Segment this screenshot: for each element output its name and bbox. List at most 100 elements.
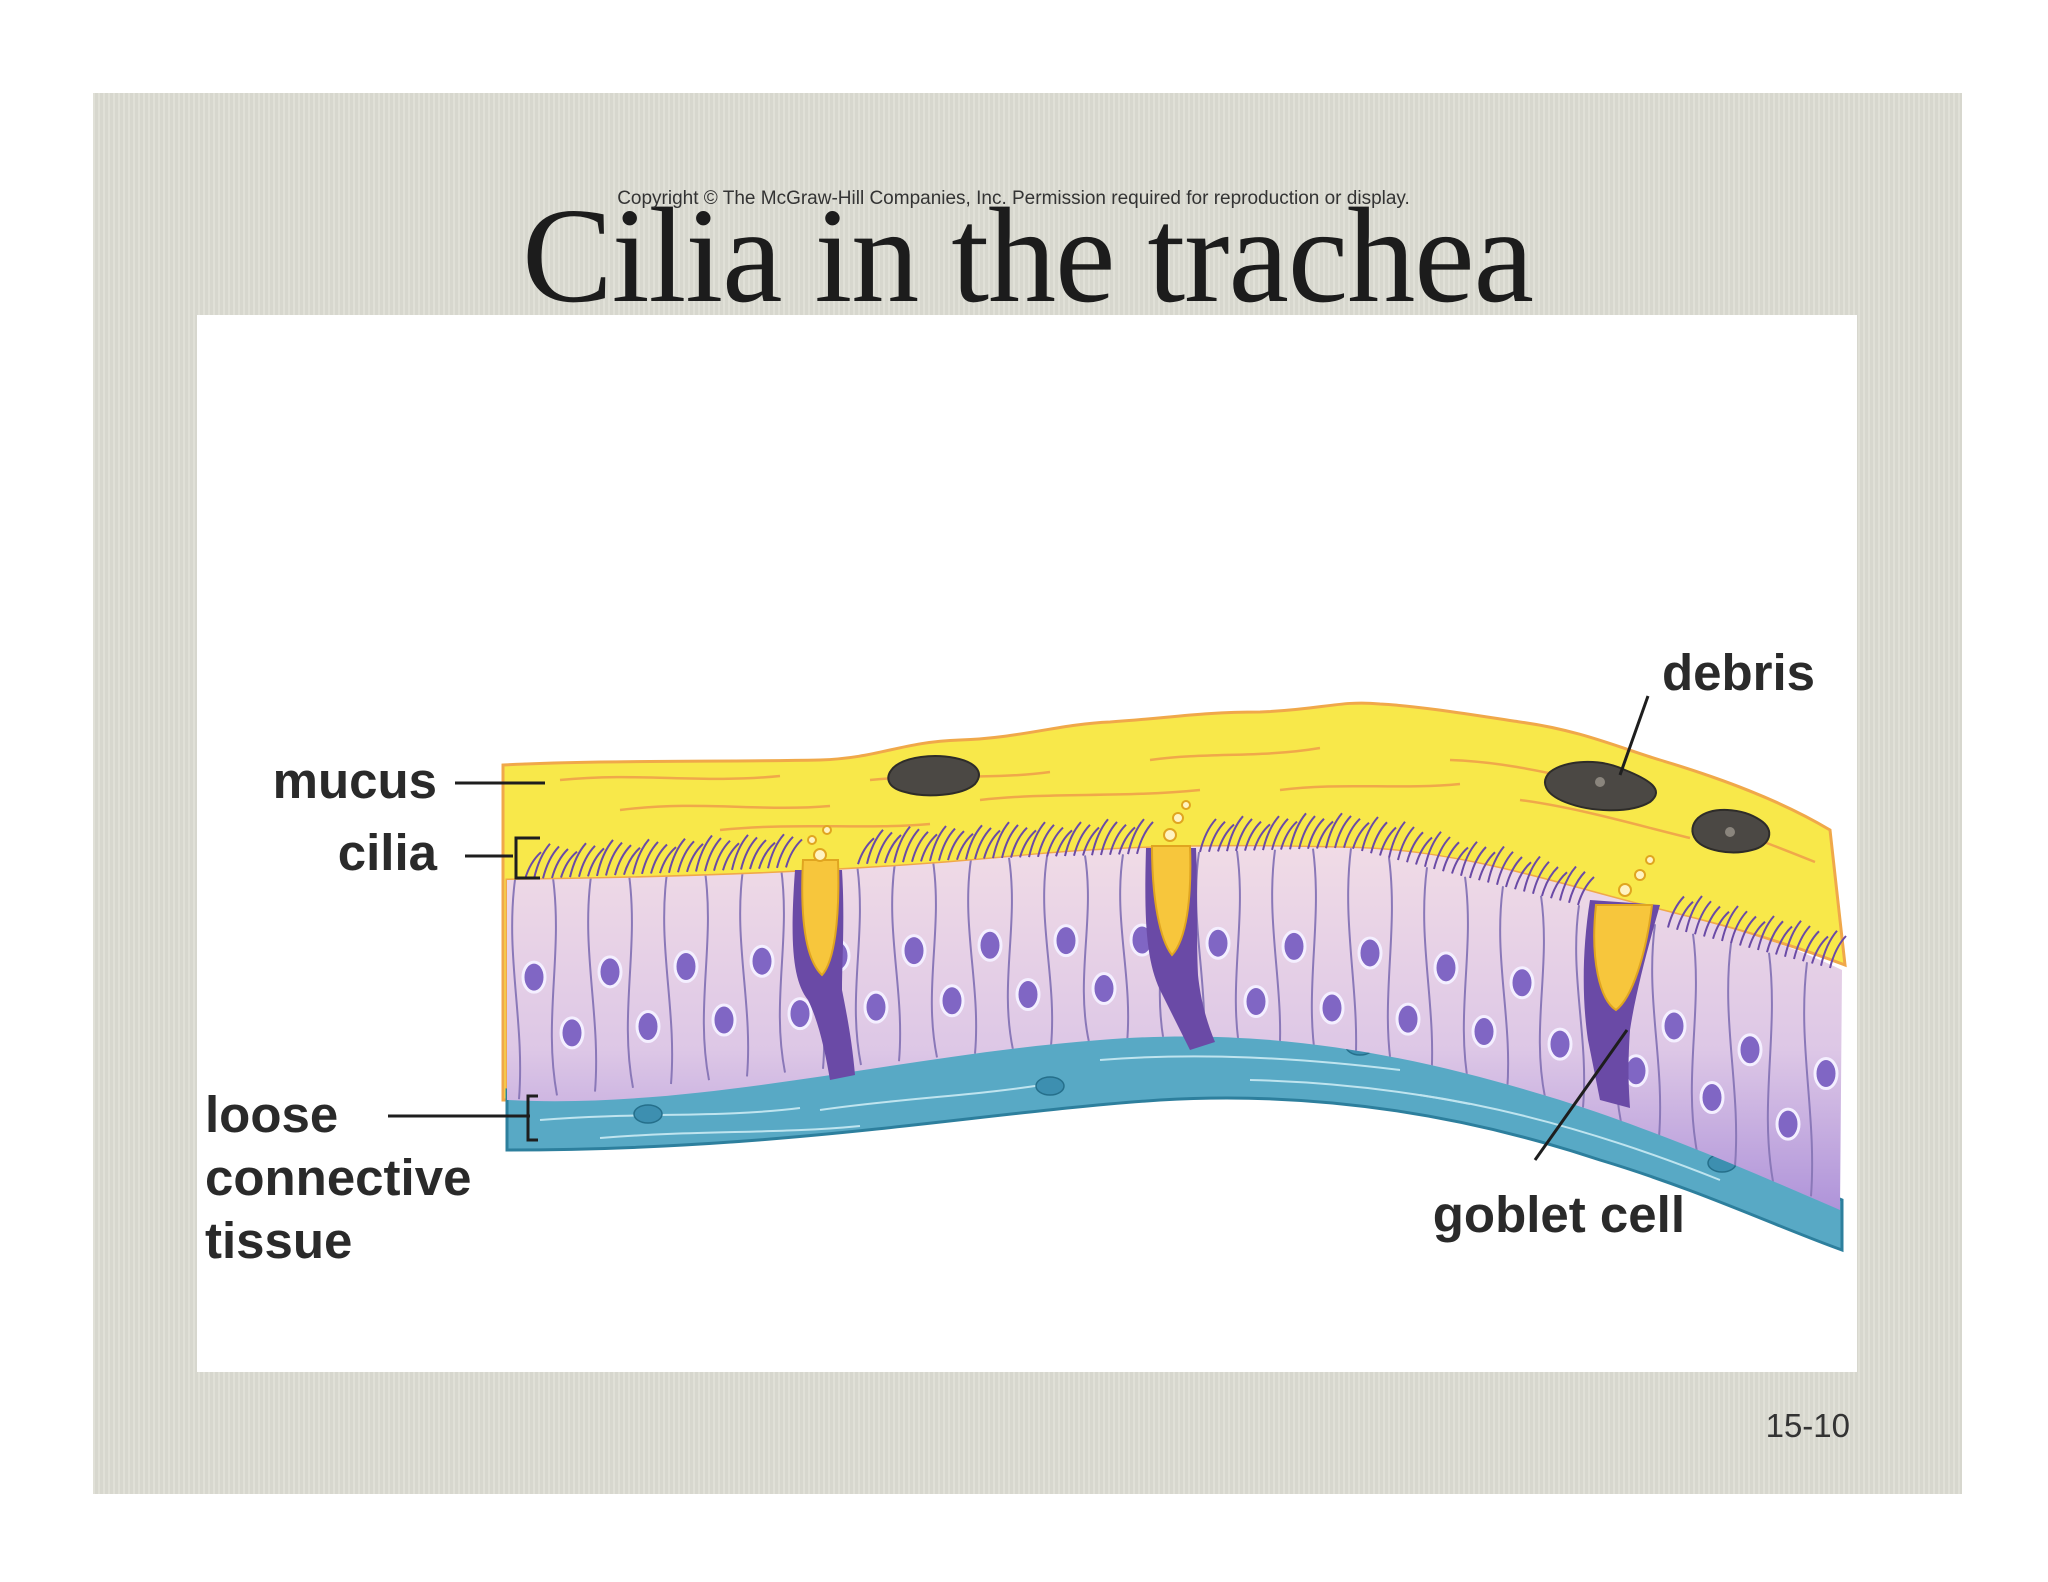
cell-nucleus (1433, 951, 1459, 985)
cell-nucleus (1737, 1033, 1763, 1067)
cilium (1316, 820, 1334, 849)
cilium (560, 850, 578, 878)
cilium (1343, 817, 1361, 848)
cilium (875, 831, 893, 864)
cilium (1766, 920, 1784, 953)
cilium (1271, 818, 1289, 851)
cilium (992, 821, 1010, 859)
cilium (677, 840, 695, 873)
cilium (632, 838, 650, 875)
cell-border (1043, 856, 1054, 1047)
cilium (1568, 871, 1586, 904)
cilium (1082, 826, 1100, 856)
label-mucus: mucus (273, 752, 437, 809)
cell-border (1651, 924, 1662, 1138)
cilium (1019, 829, 1037, 858)
cilium (1469, 846, 1487, 879)
cell-nucleus (977, 928, 1003, 962)
cilium (740, 836, 758, 870)
cell-nucleus (1205, 926, 1231, 960)
cilium (1226, 815, 1244, 852)
cilium (542, 845, 560, 879)
cilium (1379, 826, 1397, 856)
cilium (1712, 911, 1730, 940)
cell-nucleus (787, 997, 813, 1031)
cilium (920, 833, 938, 862)
cilium (1397, 826, 1415, 861)
cell-border (663, 872, 674, 1085)
cilium (1073, 824, 1091, 857)
cell-nucleus (1509, 966, 1535, 1000)
cilium (1046, 826, 1064, 857)
cilium (1577, 876, 1595, 906)
cell-nucleus (1357, 936, 1383, 970)
cilium (1703, 905, 1721, 937)
cilium (1253, 823, 1271, 851)
cell-nucleus (1699, 1080, 1725, 1114)
cilium (1289, 812, 1307, 850)
cilium (1307, 818, 1325, 850)
label-cilia: cilia (338, 824, 438, 881)
cilium (1523, 855, 1541, 892)
cilium (911, 831, 929, 863)
cilium (1478, 851, 1496, 881)
cilium (1784, 920, 1802, 957)
cell-nucleus (1053, 924, 1079, 958)
cilium (1298, 815, 1316, 850)
cilium (785, 838, 803, 868)
cell-border (1690, 933, 1698, 1153)
cilium (1055, 829, 1073, 857)
cell-nucleus (901, 934, 927, 968)
cell-border (778, 867, 786, 1073)
cell-border (1766, 952, 1774, 1182)
slide-title: Cilia in the trachea (522, 181, 1534, 331)
cilium (569, 842, 587, 878)
cilium (524, 851, 542, 880)
copyright-text: Copyright © The McGraw-Hill Companies, I… (617, 188, 1410, 209)
cilium (551, 848, 569, 879)
cilium (1811, 935, 1829, 964)
cilium (659, 846, 677, 874)
cilium (704, 837, 722, 872)
cell-border (1803, 962, 1814, 1197)
cell-nucleus (673, 950, 699, 984)
cell-nucleus (863, 990, 889, 1024)
cilium (1028, 821, 1046, 858)
cilium (1262, 815, 1280, 851)
cilium (1406, 831, 1424, 863)
cell-border (1271, 849, 1282, 1063)
cell-border (854, 864, 862, 1066)
cilium (668, 838, 686, 873)
cilium (1388, 821, 1406, 858)
cilium (1541, 866, 1559, 897)
cilium (587, 847, 605, 877)
label-tissue: tissue (205, 1212, 352, 1269)
cilium (965, 824, 983, 860)
cilium (1424, 831, 1442, 867)
cell-nucleus (1015, 977, 1041, 1011)
cilium (767, 833, 785, 869)
cilium (1433, 836, 1451, 870)
cilium (596, 839, 614, 877)
cilium (749, 839, 767, 870)
cell-border (1310, 848, 1318, 1068)
cell-border (1386, 857, 1394, 1078)
cilium (1730, 910, 1748, 944)
cilium (947, 830, 965, 861)
cilium (1820, 930, 1838, 966)
cell-border (1082, 855, 1090, 1043)
cilium (893, 825, 911, 863)
cilium (1559, 865, 1577, 901)
label-connective: connective (205, 1149, 471, 1206)
cell-nucleus (711, 1003, 737, 1037)
cilium (1667, 895, 1685, 928)
cilium (686, 843, 704, 873)
cell-border (1462, 876, 1470, 1088)
cilium (1415, 836, 1433, 865)
cilium (1442, 841, 1460, 872)
cell-nucleus (1547, 1027, 1573, 1061)
label-debris: debris (1662, 644, 1815, 701)
cilium (1487, 845, 1505, 883)
cilium (1118, 826, 1136, 855)
